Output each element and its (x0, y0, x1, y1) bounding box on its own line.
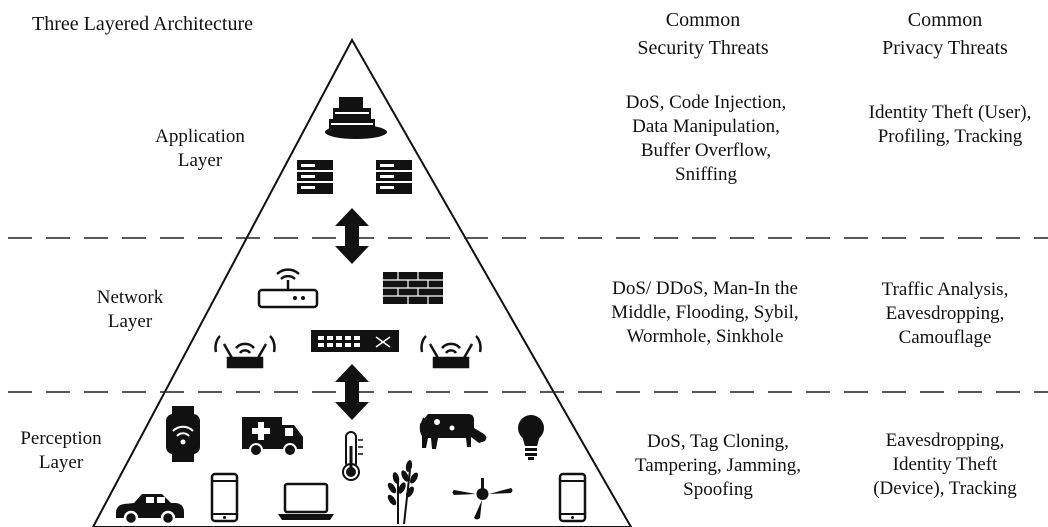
perception-security-threats: DoS, Tag Cloning, Tampering, Jamming, Sp… (635, 431, 801, 500)
network-layer-label: Network Layer (96, 287, 164, 332)
smartwatch-icon (166, 406, 200, 462)
header-line: Privacy Threats (882, 37, 1008, 59)
header-line: Common (907, 9, 983, 31)
network-privacy-threats: Traffic Analysis, Eavesdropping, Camoufl… (881, 279, 1009, 348)
smartphone-icon (210, 472, 239, 523)
cloud-datacenter-icon (325, 97, 387, 139)
smartphone-icon (558, 472, 587, 523)
ambulance-icon (242, 417, 303, 457)
access-point-icon (214, 335, 276, 369)
application-layer-label: Application Layer (155, 126, 245, 171)
perception-privacy-threats: Eavesdropping, Identity Theft (Device), … (873, 430, 1017, 499)
ceiling-fan-icon (452, 478, 513, 520)
cow-icon (419, 414, 487, 449)
server-rack-icon (297, 160, 333, 194)
network-switch-icon (311, 330, 399, 352)
access-point-icon (420, 335, 482, 369)
perception-layer-label: Perception Layer (20, 428, 102, 473)
privacy-threats-header: Common Privacy Threats (850, 6, 1040, 62)
header-line: Common (665, 9, 741, 31)
pyramid-outline (91, 37, 633, 527)
application-privacy-threats: Identity Theft (User), Profiling, Tracki… (868, 102, 1032, 147)
car-icon (116, 494, 184, 526)
diagram-title: Three Layered Architecture (32, 13, 253, 35)
laptop-icon (278, 482, 334, 520)
firewall-icon (383, 272, 443, 304)
thermometer-icon (342, 431, 363, 481)
wheat-icon (387, 460, 418, 525)
wifi-router-icon (257, 268, 319, 309)
network-security-threats: DoS/ DDoS, Man-In the Middle, Flooding, … (611, 278, 799, 347)
header-line: Security Threats (637, 37, 769, 59)
double-arrow-icon (335, 208, 369, 264)
security-threats-header: Common Security Threats (603, 6, 803, 62)
double-arrow-icon (335, 364, 369, 420)
server-rack-icon (376, 160, 412, 194)
lightbulb-icon (518, 415, 544, 460)
application-security-threats: DoS, Code Injection, Data Manipulation, … (625, 92, 787, 185)
